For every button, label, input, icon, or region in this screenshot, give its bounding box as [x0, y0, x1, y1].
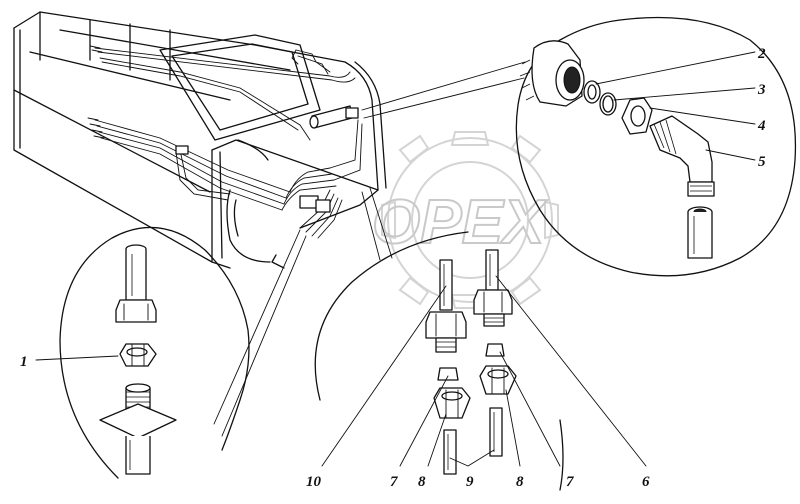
- detail-view-left: [59, 226, 307, 479]
- fuel-lines: [87, 45, 363, 239]
- callout-7-right: 7: [566, 474, 574, 490]
- callout-5: 5: [758, 154, 766, 170]
- watermark-text: ОРЕХ: [372, 188, 548, 257]
- fuel-tank: [13, 11, 387, 269]
- callout-8-left: 8: [418, 474, 426, 490]
- callout-10: 10: [306, 474, 322, 490]
- watermark-gear-icon: [381, 131, 559, 309]
- callout-8-right: 8: [516, 474, 524, 490]
- callout-2: 2: [757, 46, 766, 62]
- callout-7-left: 7: [390, 474, 398, 490]
- callout-1: 1: [20, 354, 28, 370]
- callout-labels: 1 2 3 4 5 10 7 8 9 8 7 6: [20, 46, 766, 490]
- detail-view-top-right: [361, 16, 797, 277]
- callout-6: 6: [642, 474, 650, 490]
- watermark-logo: ОРЕХ: [371, 131, 559, 309]
- callout-9: 9: [466, 474, 474, 490]
- detail-view-bottom: [314, 187, 564, 491]
- callout-4: 4: [757, 118, 766, 134]
- callout-3: 3: [757, 82, 766, 98]
- leader-lines: [35, 51, 756, 467]
